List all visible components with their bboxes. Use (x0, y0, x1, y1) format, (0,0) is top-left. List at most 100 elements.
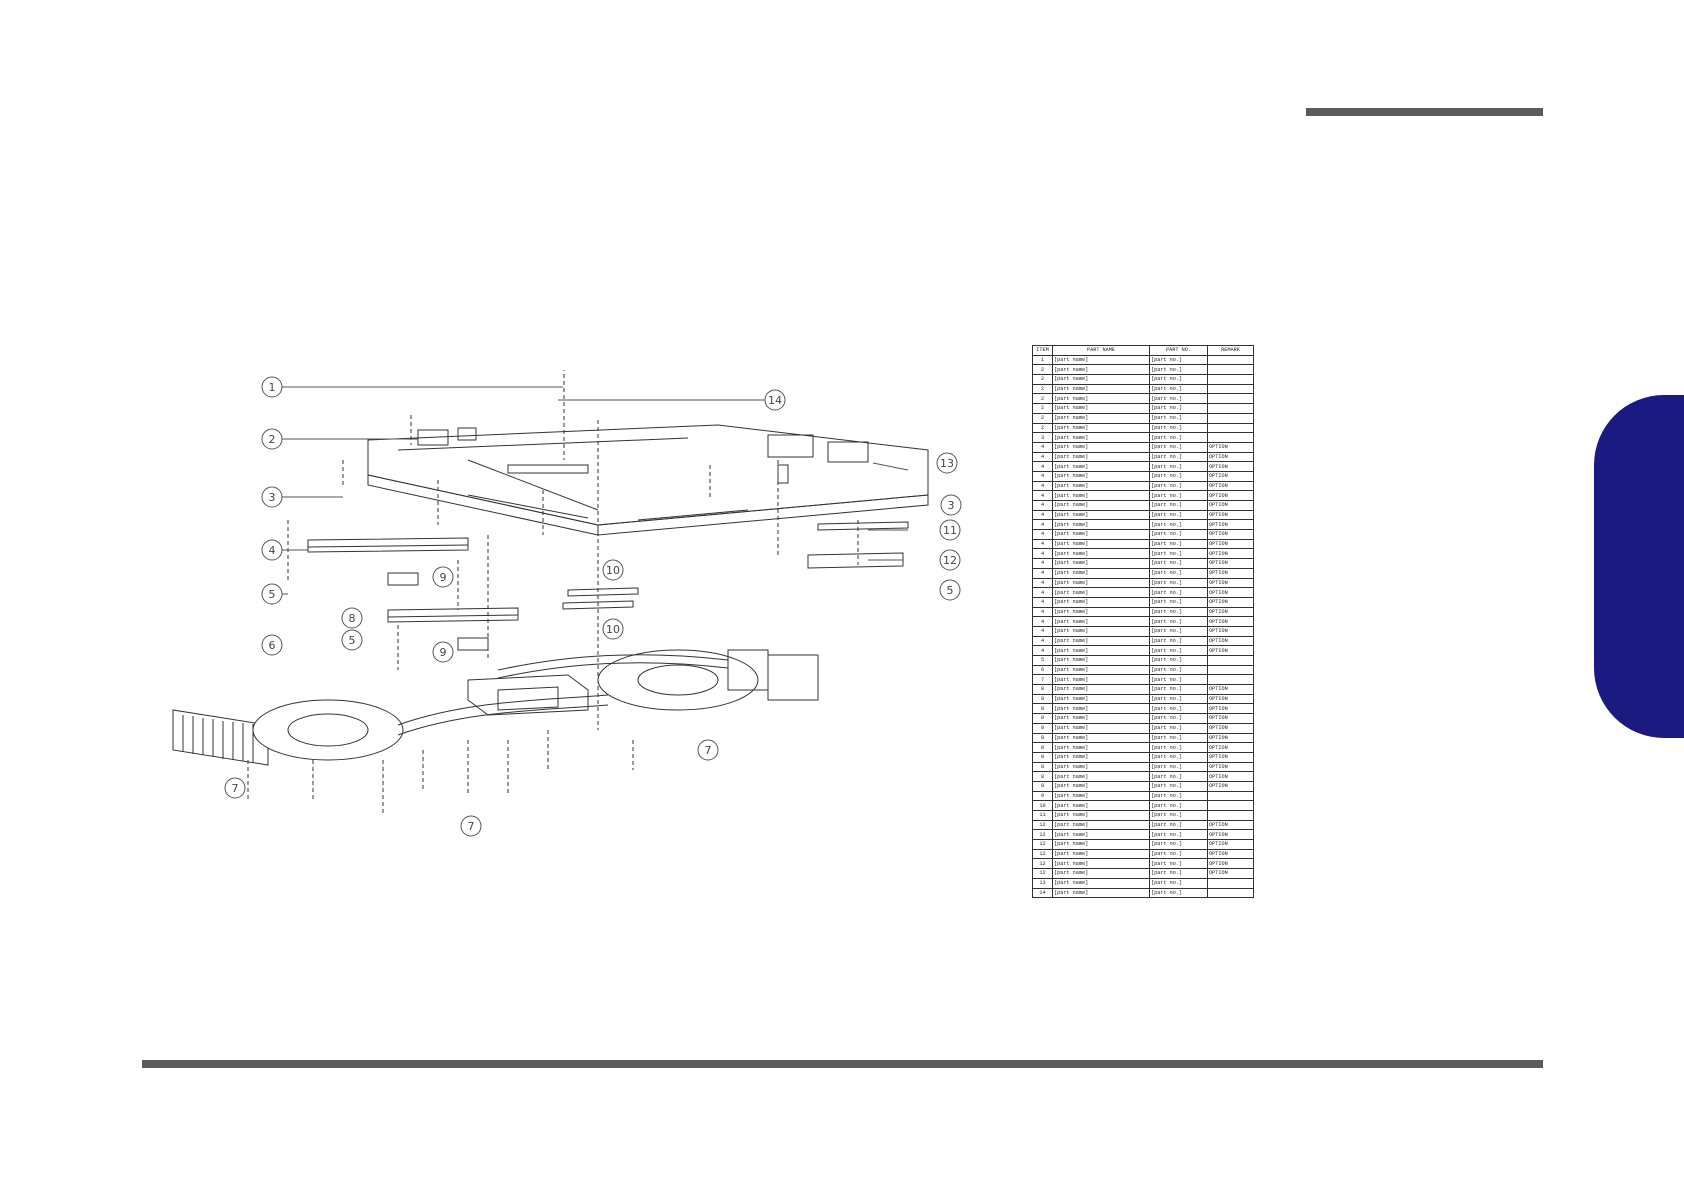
part-no-cell: [part no.] (1149, 790, 1208, 802)
table-row: 4[part name][part no.]OPTION (1032, 645, 1254, 656)
part-no-cell: [part no.] (1149, 451, 1208, 463)
table-row: 12[part name][part no.]OPTION (1032, 848, 1254, 860)
item-cell: 10 (1032, 800, 1053, 811)
table-row: 4[part name][part no.]OPTION (1032, 538, 1254, 550)
item-cell: 2 (1032, 374, 1053, 385)
remark-cell: OPTION (1207, 780, 1254, 792)
remark-cell: OPTION (1207, 548, 1254, 560)
part-no-cell: [part no.] (1149, 383, 1208, 395)
header-item: ITEM (1032, 345, 1053, 356)
part-no-cell: [part no.] (1149, 848, 1208, 860)
part-no-cell: [part no.] (1149, 480, 1208, 492)
part-name-cell: [part name] (1052, 616, 1150, 627)
part-name-cell: [part name] (1052, 587, 1150, 598)
part-no-cell: [part no.] (1149, 567, 1208, 579)
table-row: 4[part name][part no.]OPTION (1032, 567, 1254, 579)
part-no-cell: [part no.] (1149, 538, 1208, 550)
remark-cell: OPTION (1207, 742, 1254, 753)
part-no-cell: [part no.] (1149, 780, 1208, 792)
part-no-cell: [part no.] (1149, 374, 1208, 385)
table-row: 12[part name][part no.]OPTION (1032, 858, 1254, 870)
table-row: 8[part name][part no.]OPTION (1032, 693, 1254, 705)
part-name-cell: [part name] (1052, 461, 1150, 472)
part-name-cell: [part name] (1052, 529, 1150, 540)
part-name-cell: [part name] (1052, 441, 1150, 453)
part-name-cell: [part name] (1052, 645, 1150, 656)
remark-cell (1207, 403, 1254, 414)
remark-cell: OPTION (1207, 635, 1254, 647)
remark-cell: OPTION (1207, 490, 1254, 501)
item-cell: 4 (1032, 441, 1053, 453)
part-no-cell: [part no.] (1149, 742, 1208, 753)
part-no-cell: [part no.] (1149, 771, 1208, 782)
item-cell: 2 (1032, 403, 1053, 414)
part-no-cell: [part no.] (1149, 441, 1208, 453)
remark-cell: OPTION (1207, 470, 1254, 482)
part-no-cell: [part no.] (1149, 645, 1208, 656)
table-row: 4[part name][part no.]OPTION (1032, 606, 1254, 618)
part-no-cell: [part no.] (1149, 519, 1208, 531)
item-cell: 4 (1032, 538, 1053, 550)
part-no-cell: [part no.] (1149, 810, 1208, 821)
remark-cell (1207, 364, 1254, 376)
memory-modules-drawing (307, 521, 909, 651)
part-name-cell: [part name] (1052, 422, 1150, 434)
remark-cell: OPTION (1207, 558, 1254, 569)
screws-and-leaders (247, 370, 859, 815)
callout-4: 4 (269, 544, 276, 557)
part-name-cell: [part name] (1052, 558, 1150, 569)
part-no-cell: [part no.] (1149, 829, 1208, 841)
item-cell: 8 (1032, 751, 1053, 763)
item-cell: 8 (1032, 742, 1053, 753)
part-name-cell: [part name] (1052, 732, 1150, 744)
remark-cell: OPTION (1207, 577, 1254, 589)
part-no-cell: [part no.] (1149, 587, 1208, 598)
part-no-cell: [part no.] (1149, 432, 1208, 443)
remark-cell: OPTION (1207, 480, 1254, 492)
part-name-cell: [part name] (1052, 625, 1150, 637)
part-no-cell: [part no.] (1149, 422, 1208, 434)
part-name-cell: [part name] (1052, 693, 1150, 705)
remark-cell: OPTION (1207, 519, 1254, 531)
part-no-cell: [part no.] (1149, 596, 1208, 608)
part-name-cell: [part name] (1052, 742, 1150, 753)
remark-cell (1207, 412, 1254, 424)
part-name-cell: [part name] (1052, 664, 1150, 676)
part-name-cell: [part name] (1052, 383, 1150, 395)
table-row: 10[part name][part no.] (1032, 800, 1254, 811)
table-row: 13[part name][part no.] (1032, 877, 1254, 889)
part-no-cell: [part no.] (1149, 839, 1208, 850)
part-no-cell: [part no.] (1149, 403, 1208, 414)
item-cell: 4 (1032, 500, 1053, 511)
item-cell: 1 (1032, 354, 1053, 366)
table-row: 8[part name][part no.]OPTION (1032, 684, 1254, 695)
table-row: 14[part name][part no.] (1032, 887, 1254, 899)
callout-5c: 5 (947, 584, 954, 597)
part-name-cell: [part name] (1052, 684, 1150, 695)
part-name-cell: [part name] (1052, 451, 1150, 463)
remark-cell: OPTION (1207, 606, 1254, 618)
part-name-cell: [part name] (1052, 393, 1150, 405)
callout-9: 9 (440, 571, 447, 584)
table-row: 8[part name][part no.]OPTION (1032, 703, 1254, 715)
item-cell: 2 (1032, 422, 1053, 434)
item-cell: 2 (1032, 393, 1053, 405)
callout-circles (224, 376, 962, 837)
table-header-row: ITEM PART NAME PART NO. REMARK (1032, 345, 1254, 356)
table-row: 5[part name][part no.] (1032, 655, 1254, 666)
part-no-cell: [part no.] (1149, 761, 1208, 773)
callout-14: 14 (768, 394, 782, 407)
remark-cell (1207, 383, 1254, 395)
item-cell: 7 (1032, 674, 1053, 686)
item-cell: 11 (1032, 810, 1053, 821)
remark-cell: OPTION (1207, 509, 1254, 521)
remark-cell: OPTION (1207, 451, 1254, 463)
callout-5: 5 (269, 588, 276, 601)
part-no-cell: [part no.] (1149, 655, 1208, 666)
table-row: 8[part name][part no.]OPTION (1032, 761, 1254, 773)
part-name-cell: [part name] (1052, 790, 1150, 802)
table-row: 4[part name][part no.]OPTION (1032, 500, 1254, 511)
table-row: 4[part name][part no.]OPTION (1032, 635, 1254, 647)
table-row: 4[part name][part no.]OPTION (1032, 519, 1254, 531)
item-cell: 5 (1032, 655, 1053, 666)
